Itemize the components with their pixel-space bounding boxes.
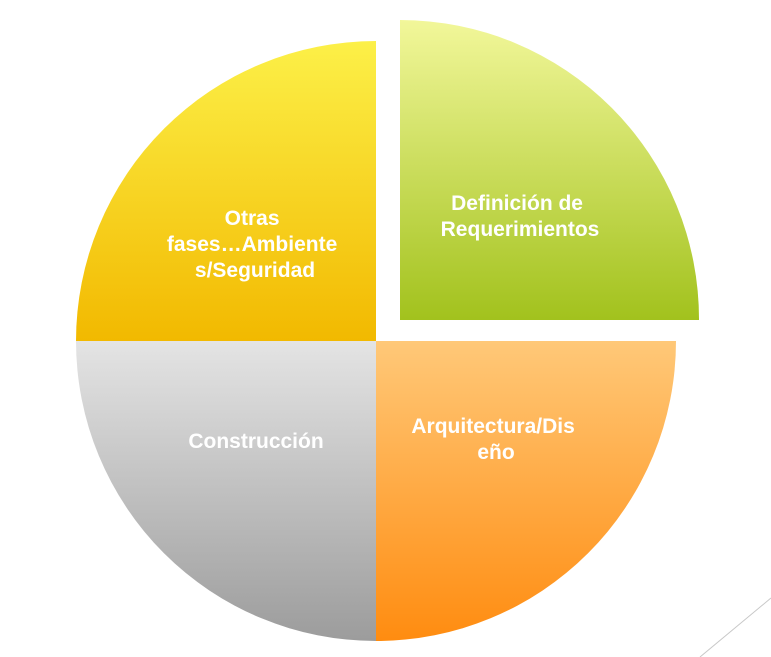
- segment-requerimientos-shape: [400, 20, 700, 320]
- segment-otras-label: Otras fases…Ambiente s/Seguridad: [167, 207, 343, 282]
- segment-construccion-label: Construcción: [188, 430, 323, 453]
- segment-otras-shape: [76, 41, 376, 341]
- segment-requerimientos-label: Definición de Requerimientos: [441, 192, 600, 241]
- segment-requerimientos: Definición de Requerimientos: [400, 20, 700, 320]
- segment-arquitectura: Arquitectura/Dis eño: [376, 341, 676, 641]
- segment-otras: Otras fases…Ambiente s/Seguridad: [76, 41, 376, 341]
- segment-arquitectura-shape: [376, 341, 676, 641]
- segment-construccion-shape: [76, 341, 376, 641]
- segment-arquitectura-label: Arquitectura/Dis eño: [411, 415, 580, 464]
- slide-decoration-line: [699, 597, 771, 657]
- segment-construccion: Construcción: [76, 341, 376, 641]
